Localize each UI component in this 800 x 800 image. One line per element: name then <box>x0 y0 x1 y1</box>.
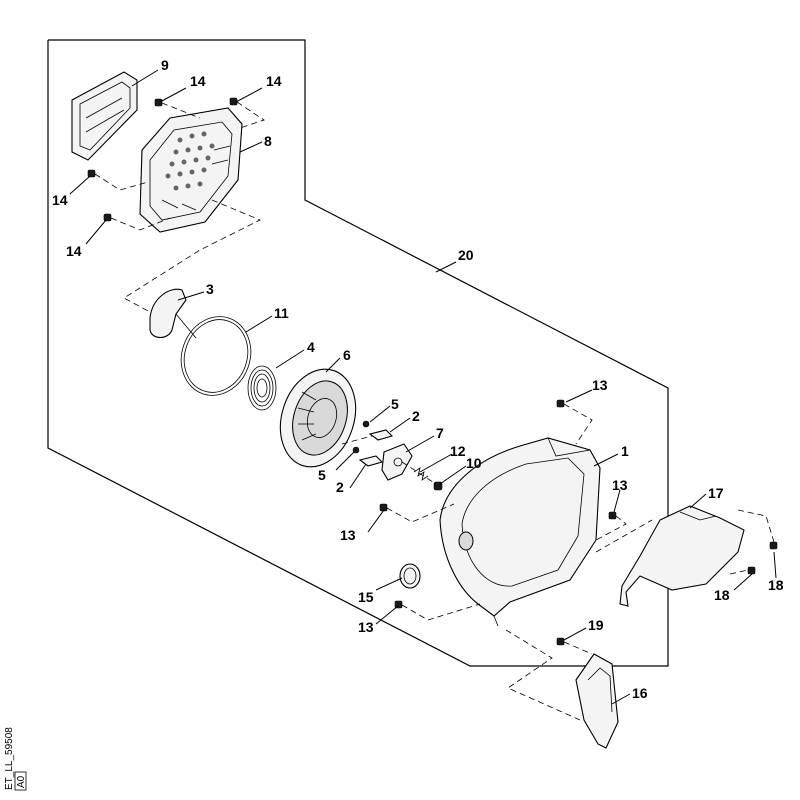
callout-13-left: 13 <box>340 527 356 543</box>
drawing-code: ET_LL_59508 <box>4 727 15 790</box>
callout-4: 4 <box>307 339 315 355</box>
starter-rope-part <box>180 316 252 396</box>
callout-13-bottom: 13 <box>358 619 374 635</box>
callout-18-bottom: 18 <box>714 587 730 603</box>
spring-5-lower <box>352 446 360 454</box>
callout-15: 15 <box>358 589 374 605</box>
callout-7: 7 <box>436 425 444 441</box>
callout-3: 3 <box>206 281 214 297</box>
fan-housing-part <box>439 437 601 627</box>
callout-14-top-right: 14 <box>266 73 282 89</box>
spring-5-upper <box>362 420 370 428</box>
callout-10: 10 <box>466 455 482 471</box>
callout-16: 16 <box>632 685 648 701</box>
starter-grip-part <box>149 288 197 339</box>
callout-2-lower: 2 <box>336 479 344 495</box>
pawl-2-upper <box>368 429 394 441</box>
screw-14-mid-left <box>87 169 96 178</box>
revision-code: A0 <box>16 775 27 788</box>
filter-frame-part <box>71 71 138 161</box>
cap-15-part <box>399 563 421 589</box>
callout-14-bottom-left: 14 <box>66 243 82 259</box>
callout-14-top-left: 14 <box>190 73 206 89</box>
callout-2-upper: 2 <box>412 408 420 424</box>
pawl-2-lower <box>358 455 384 467</box>
callout-6: 6 <box>343 347 351 363</box>
screw-14-bottom-left <box>103 213 112 222</box>
guard-16-part <box>575 653 619 749</box>
screw-13-right <box>608 511 617 520</box>
screw-13-bottom <box>394 600 403 609</box>
callout-17: 17 <box>708 485 724 501</box>
callout-13-top: 13 <box>592 377 608 393</box>
callout-11: 11 <box>274 305 289 321</box>
deflector-17-part <box>619 505 745 607</box>
guide-plate-7-part <box>381 443 413 481</box>
callout-5-upper: 5 <box>391 396 399 412</box>
callout-19: 19 <box>588 617 604 633</box>
screw-18-right <box>769 541 778 550</box>
screw-19-part <box>556 637 565 646</box>
callout-18-right: 18 <box>768 577 784 593</box>
screw-18-bottom <box>747 566 756 575</box>
callout-5-lower: 5 <box>318 467 326 483</box>
screw-14-top-left <box>154 98 163 107</box>
callout-8: 8 <box>264 133 272 149</box>
callout-12: 12 <box>450 443 466 459</box>
callout-13-right: 13 <box>612 477 628 493</box>
callout-20: 20 <box>458 247 474 263</box>
screw-13-top <box>556 399 565 408</box>
callout-14-mid-left: 14 <box>52 192 68 208</box>
rewind-spring-part <box>247 365 277 411</box>
shroud-cover-part <box>139 107 243 233</box>
rope-rotor-part <box>279 368 357 468</box>
callout-9: 9 <box>161 57 169 73</box>
callout-1: 1 <box>621 443 629 459</box>
